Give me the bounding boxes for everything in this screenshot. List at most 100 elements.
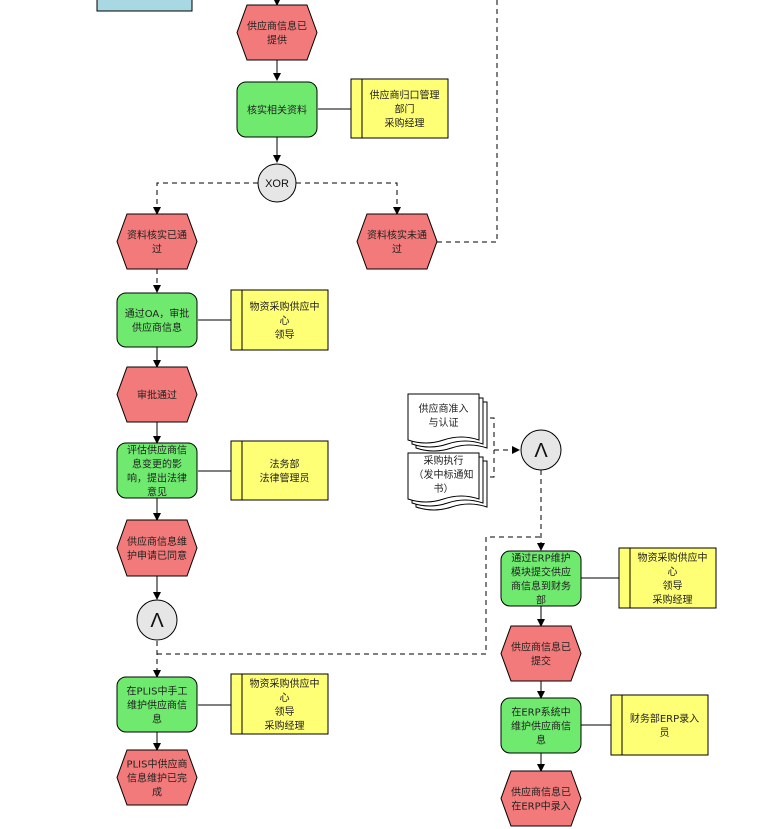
top-partial-box [96, 0, 193, 12]
org-material-leader-pm-2-label-0: 物资采购供应中 [638, 551, 708, 564]
org-supplier-mgmt-label-2: 采购经理 [385, 117, 425, 130]
function-assess-impact-shape [116, 442, 198, 499]
and-connector-left-label: Λ [150, 610, 164, 632]
event-submitted-label-0: 供应商信息已 [511, 641, 571, 654]
org-material-leader-label-1: 心 [280, 315, 290, 327]
org-material-leader-pm-label-1: 心 [280, 692, 290, 704]
doc-procurement-exec-page-1 [407, 452, 480, 503]
org-material-leader-pm-2-label-1: 心 [668, 566, 678, 578]
event-maint-request-agreed-shape [116, 519, 198, 577]
event-supplier-info-provided-label-1: 提供 [267, 34, 287, 47]
org-legal-label-0: 法务部 [270, 458, 300, 471]
event-verify-failed-label-0: 资料核实未通 [367, 229, 427, 242]
function-erp-submit-shape [500, 550, 582, 607]
org-material-leader-shape [230, 289, 329, 351]
function-plis-maintain-label-2: 息 [152, 713, 162, 726]
org-material-leader-label-0: 物资采购供应中 [250, 300, 320, 313]
function-erp-maintain-label-0: 在ERP系统中 [511, 706, 570, 719]
xor-connector: XOR [257, 163, 297, 203]
event-approval-passed-shape [116, 366, 198, 423]
function-oa-approve-label-1: 供应商信息 [132, 321, 182, 334]
doc-procurement-exec-label-1: （发中标通知 [414, 468, 474, 481]
function-oa-approve-shape [116, 292, 198, 348]
function-erp-submit-label-2: 商信息到财务 [511, 580, 571, 593]
event-submitted-shape [500, 625, 582, 682]
flow-lines [153, 0, 619, 772]
doc-supplier-admission-page-1 [407, 393, 480, 444]
event-verify-passed-shape [116, 213, 198, 270]
org-finance-erp-label-0: 财务部ERP录入 [630, 712, 699, 725]
function-erp-maintain-label-1: 维护供应商信 [511, 720, 571, 733]
and-connector-left: Λ [136, 599, 178, 641]
event-approval-passed-label-0: 审批通过 [137, 389, 177, 402]
doc-supplier-admission-label-1: 与认证 [429, 416, 459, 429]
org-legal-label-1: 法律管理员 [260, 472, 310, 485]
xor-connector-circle [257, 163, 297, 203]
function-erp-submit-label-1: 模块提交供应 [511, 566, 571, 579]
and-connector-right-label: Λ [534, 440, 548, 462]
event-verify-failed-label-1: 过 [392, 243, 402, 256]
event-supplier-info-provided-shape [236, 4, 318, 61]
event-plis-done-label-0: PLIS中供应商 [127, 758, 188, 771]
function-erp-submit-label-3: 部 [536, 594, 546, 607]
and-connector-right: Λ [520, 429, 562, 471]
function-assess-impact-label-1: 息变更的影 [132, 458, 182, 471]
event-plis-done-label-1: 信息维护已完 [127, 772, 187, 785]
function-erp-maintain-shape [500, 697, 582, 754]
event-verify-passed-label-0: 资料核实已通 [127, 229, 187, 242]
function-erp-maintain-label-2: 息 [536, 734, 546, 747]
org-material-leader-pm-label-0: 物资采购供应中 [250, 677, 320, 690]
function-verify-docs-label-0: 核实相关资料 [247, 104, 307, 117]
function-assess-impact-label-2: 响，提出法律 [127, 472, 187, 485]
event-verify-passed-label-1: 过 [152, 243, 162, 256]
doc-supplier-admission-label-0: 供应商准入 [419, 402, 469, 415]
event-verify-failed-shape [356, 213, 438, 270]
function-assess-impact-label-3: 意见 [147, 486, 167, 499]
and-connector-left-circle [136, 599, 178, 641]
function-assess-impact-label-0: 评估供应商信 [127, 444, 187, 457]
org-material-leader-pm-2-shape [618, 547, 717, 609]
function-plis-maintain-shape [116, 676, 198, 733]
org-material-leader-label-2: 领导 [275, 328, 295, 341]
event-erp-entered-label-1: 在ERP中录入 [511, 800, 570, 813]
org-material-leader-pm-2-label-2: 领导 [663, 579, 683, 592]
org-finance-erp-shape [610, 694, 709, 756]
function-erp-submit-label-0: 通过ERP维护 [511, 552, 570, 565]
org-legal-shape [230, 440, 329, 501]
org-supplier-mgmt-shape [350, 78, 449, 139]
org-material-leader-pm-label-3: 采购经理 [265, 719, 305, 732]
event-plis-done-label-2: 成 [152, 787, 162, 799]
doc-procurement-exec-label-0: 采购执行 [424, 454, 464, 467]
function-plis-maintain-label-1: 维护供应商信 [127, 699, 187, 712]
function-verify-docs: 核实相关资料 [236, 81, 318, 138]
function-verify-docs-shape [236, 81, 318, 138]
xor-connector-label: XOR [265, 178, 289, 190]
event-supplier-info-provided-label-0: 供应商信息已 [247, 20, 307, 33]
event-maint-request-agreed-label-1: 护申请已同意 [127, 549, 187, 562]
event-submitted-label-1: 提交 [531, 655, 551, 668]
function-oa-approve-label-0: 通过OA，审批 [125, 307, 190, 320]
org-material-leader-pm-2-label-3: 采购经理 [653, 593, 693, 606]
function-plis-maintain-label-0: 在PLIS中手工 [127, 685, 188, 698]
org-supplier-mgmt-label-1: 部门 [395, 103, 415, 116]
event-approval-passed: 审批通过 [116, 366, 198, 423]
org-material-leader-pm-shape [230, 673, 329, 735]
